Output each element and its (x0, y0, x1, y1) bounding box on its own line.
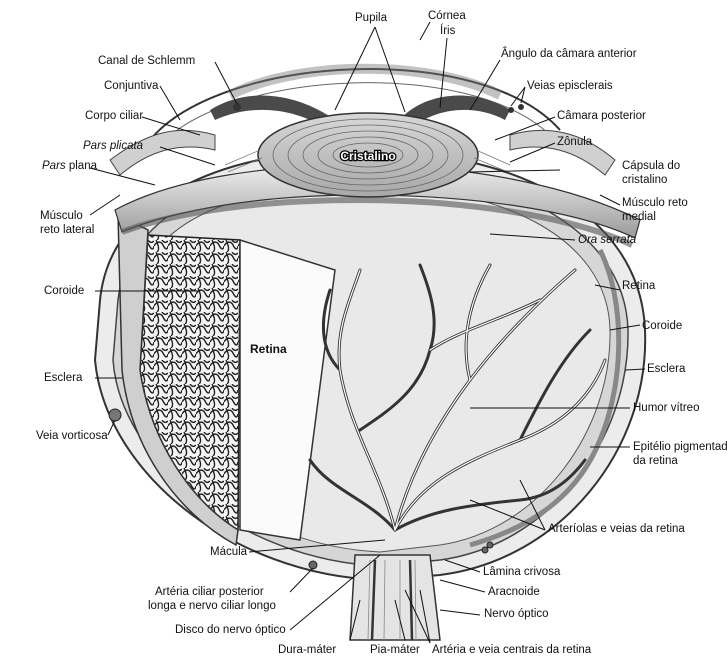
label-musculo-lateral-line1: Músculo (40, 210, 83, 223)
label-musculo-medial-line1: Músculo reto (622, 197, 688, 210)
label-arteria-ciliar-line1: Artéria ciliar posterior (155, 586, 264, 599)
label-epitelio-line2: da retina (633, 455, 678, 468)
label-macula: Mácula (210, 546, 247, 559)
label-arteria-ciliar-line2: longa e nervo ciliar longo (148, 600, 276, 613)
label-nervo-optico: Nervo óptico (484, 608, 549, 621)
label-epitelio-line1: Epitélio pigmentado (633, 441, 727, 454)
label-dura-mater: Dura-máter (278, 644, 336, 657)
label-veia-vorticosa: Veia vorticosa (36, 430, 108, 443)
label-esclera-left: Esclera (44, 372, 82, 385)
label-arteria-veia-centrais: Artéria e veia centrais da retina (432, 644, 591, 657)
label-capsula-line1: Cápsula do (622, 160, 680, 173)
label-aracnoide: Aracnoide (488, 586, 540, 599)
label-coroide-right: Coroide (642, 320, 682, 333)
label-musculo-medial-line2: medial (622, 211, 656, 224)
label-ora-serrata: Ora serrata (578, 234, 636, 247)
label-musculo-lateral-line2: reto lateral (40, 224, 94, 237)
label-arteriolas-veias: Arteríolas e veias da retina (548, 523, 685, 536)
label-humor-vitreo: Humor vítreo (633, 402, 699, 415)
label-esclera-right: Esclera (647, 363, 685, 376)
label-cristalino: Cristalino (340, 149, 395, 163)
label-retina-right: Retina (622, 280, 655, 293)
label-coroide-left: Coroide (44, 285, 84, 298)
label-disco-nervo-optico: Disco do nervo óptico (175, 624, 286, 637)
label-capsula-line2: cristalino (622, 174, 667, 187)
label-pia-mater: Pia-máter (370, 644, 420, 657)
label-lamina-crivosa: Lâmina crivosa (483, 566, 560, 579)
label-retina-center: Retina (250, 343, 287, 356)
